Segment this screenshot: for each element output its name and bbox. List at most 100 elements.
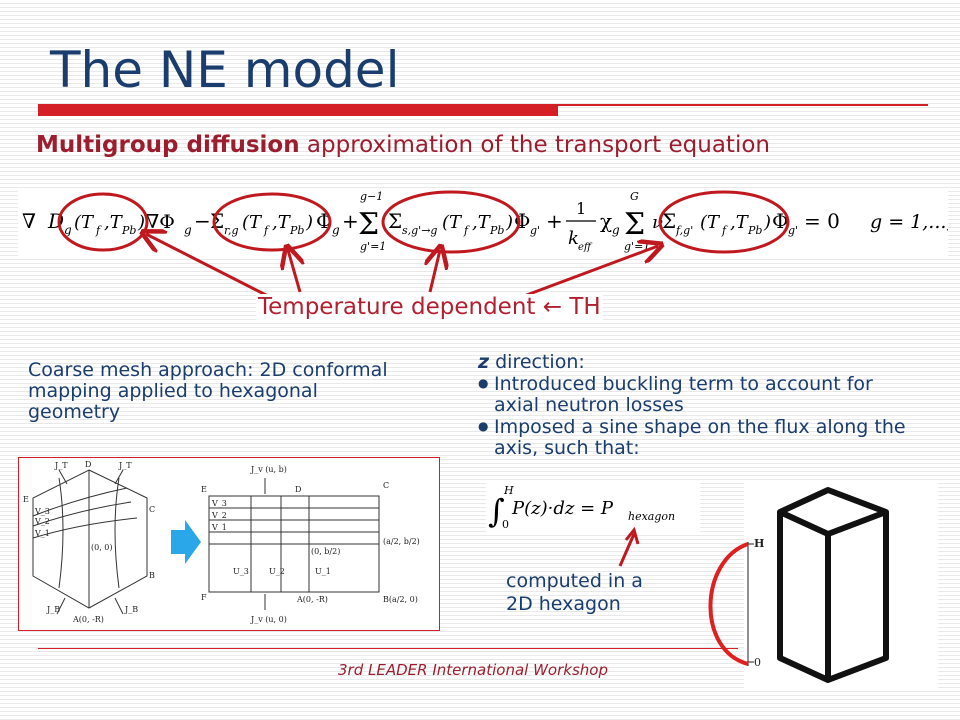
eq-D-sub: g [64, 223, 72, 237]
eq-minus: − [194, 209, 211, 233]
arrow-to-D [146, 234, 269, 298]
eq-sum2: Σ [624, 207, 645, 242]
eq-gradphi-sub: g [184, 223, 192, 237]
eq-sum2-top: G [630, 190, 639, 203]
lbl-right-U1: U_1 [315, 567, 331, 576]
mapping-arrow-icon [171, 520, 201, 564]
ellipse-sigma-s [381, 190, 521, 254]
title-underline-rule [558, 104, 928, 106]
int-sub: hexagon [628, 510, 675, 523]
subtitle-bold: Multigroup diffusion [36, 132, 300, 158]
eq-D-Pb: Pb [121, 224, 136, 237]
mesh-curve-v1 [58, 477, 64, 589]
lbl-left-V1: V_1 [34, 529, 50, 538]
prism-outline [777, 487, 889, 683]
arrow-to-sigma-s [430, 250, 440, 293]
z-bullet-2: ●Imposed a sine shape on the flux along … [478, 416, 918, 459]
footer-text: 3rd LEADER International Workshop [338, 661, 608, 679]
sine-curve [708, 542, 749, 666]
eq-sf-f: f [721, 224, 728, 237]
lbl-left-D: D [85, 460, 91, 469]
eq-g-range: g = 1,...,G [870, 211, 948, 233]
eq-ss-Pb: Pb [489, 224, 504, 237]
lbl-left-B: B [149, 571, 155, 580]
lbl-left-E: E [23, 495, 29, 504]
lbl-right-V2: V_2 [211, 511, 227, 520]
lbl-right-D: D [295, 485, 301, 494]
footer-rule [38, 648, 738, 649]
eq-sr-args: (T [242, 212, 263, 233]
lbl-left-JB2: J_B [124, 605, 138, 614]
z-direction-heading: z direction: [478, 352, 918, 373]
lbl-right-0b2: (0, b/2) [311, 547, 340, 556]
lbl-right-C: C [383, 481, 389, 490]
eq-frac-k: k [568, 228, 579, 249]
eq-chi-sub: g [612, 223, 620, 237]
integral-equation: ∫ H 0 P(z)·dz = P hexagon [488, 484, 675, 531]
eq-ss-close: ) [505, 212, 513, 233]
eq-highlight-ellipses [57, 190, 790, 254]
lbl-right-A: A(0, -R) [296, 595, 328, 604]
eq-sigma-s-sub: s,g'→g [402, 224, 437, 237]
eq-sum1: Σ [358, 207, 379, 242]
lbl-left-A: A(0, -R) [72, 615, 104, 624]
int-sign: ∫ [488, 492, 505, 530]
eq-equals-zero: = 0 [804, 209, 840, 233]
eq-sr-close: ) [305, 212, 313, 233]
eq-nu: ν [652, 212, 663, 233]
eq-sr-Pb: Pb [289, 224, 304, 237]
eq-frac-eff: eff [578, 242, 593, 253]
eq-phi3-sub: g' [788, 224, 798, 237]
lbl-right-V1: V_1 [211, 523, 227, 532]
arrow-to-sigma-r [288, 250, 300, 293]
page-title: The NE model [50, 41, 400, 99]
lbl-right-U2: U_2 [269, 567, 285, 576]
z-italic: z [478, 351, 490, 373]
eq-phi3: Φ [772, 209, 788, 233]
eq-sr-f: f [263, 224, 270, 237]
temperature-dependent-label: Temperature dependent ← TH [256, 294, 603, 320]
arrow-J-right [114, 469, 124, 485]
eq-gradphi: ∇Φ [146, 211, 175, 233]
computed-line-2: 2D hexagon [506, 593, 621, 615]
z-heading-rest: direction: [489, 351, 585, 373]
eq-ss-T: ,T [472, 212, 492, 233]
mesh-curve-2 [32, 501, 132, 527]
lbl-right-B: B(a/2, 0) [383, 595, 418, 604]
eq-D-f: f [95, 224, 102, 237]
eq-sigma-f: Σ [662, 209, 676, 233]
int-upper: H [503, 484, 514, 497]
lbl-left-V3: V_3 [34, 507, 50, 516]
title-underline-bar [38, 104, 558, 116]
lbl-right-F: F [201, 593, 207, 602]
eq-nabla: ∇ [22, 209, 36, 233]
eq-sum1-top: g−1 [360, 190, 383, 203]
eq-phi1-sub: g [332, 223, 340, 237]
int-expr: P(z)·dz = P [511, 498, 614, 519]
z-bullet-2-text: Imposed a sine shape on the flux along t… [494, 416, 906, 459]
diffusion-equation: ∇ D g (T f ,T Pb ) ∇Φ g − Σ r,g (T f ,T … [22, 190, 948, 254]
lbl-left-JB1: J_B [46, 605, 60, 614]
eq-plus1: + [342, 209, 359, 233]
eq-sigma-s: Σ [388, 209, 402, 233]
eq-ss-f: f [463, 224, 470, 237]
lbl-left-V2: V_2 [34, 517, 50, 526]
eq-D-close: ) [137, 212, 145, 233]
arrow-JB-right [114, 597, 124, 615]
ellipse-D [57, 192, 149, 252]
lbl-right-E: E [201, 485, 207, 494]
eq-frac-num: 1 [576, 199, 586, 218]
eq-sr-T: ,T [272, 212, 292, 233]
subtitle: Multigroup diffusion approximation of th… [36, 132, 770, 158]
arrow-to-sigma-f [523, 246, 658, 298]
eq-sigma-f-sub: f,g' [675, 224, 693, 237]
lbl-left-C: C [149, 505, 155, 514]
arrow-J-left [58, 469, 68, 485]
z-bullet-1-text: Introduced buckling term to account for … [494, 373, 873, 416]
lbl-left-JT2: J_T [118, 461, 132, 470]
eq-sum1-bottom: g'=1 [360, 240, 386, 253]
z-bullet-1: ●Introduced buckling term to account for… [478, 373, 918, 416]
eq-D-T: ,T [104, 212, 124, 233]
